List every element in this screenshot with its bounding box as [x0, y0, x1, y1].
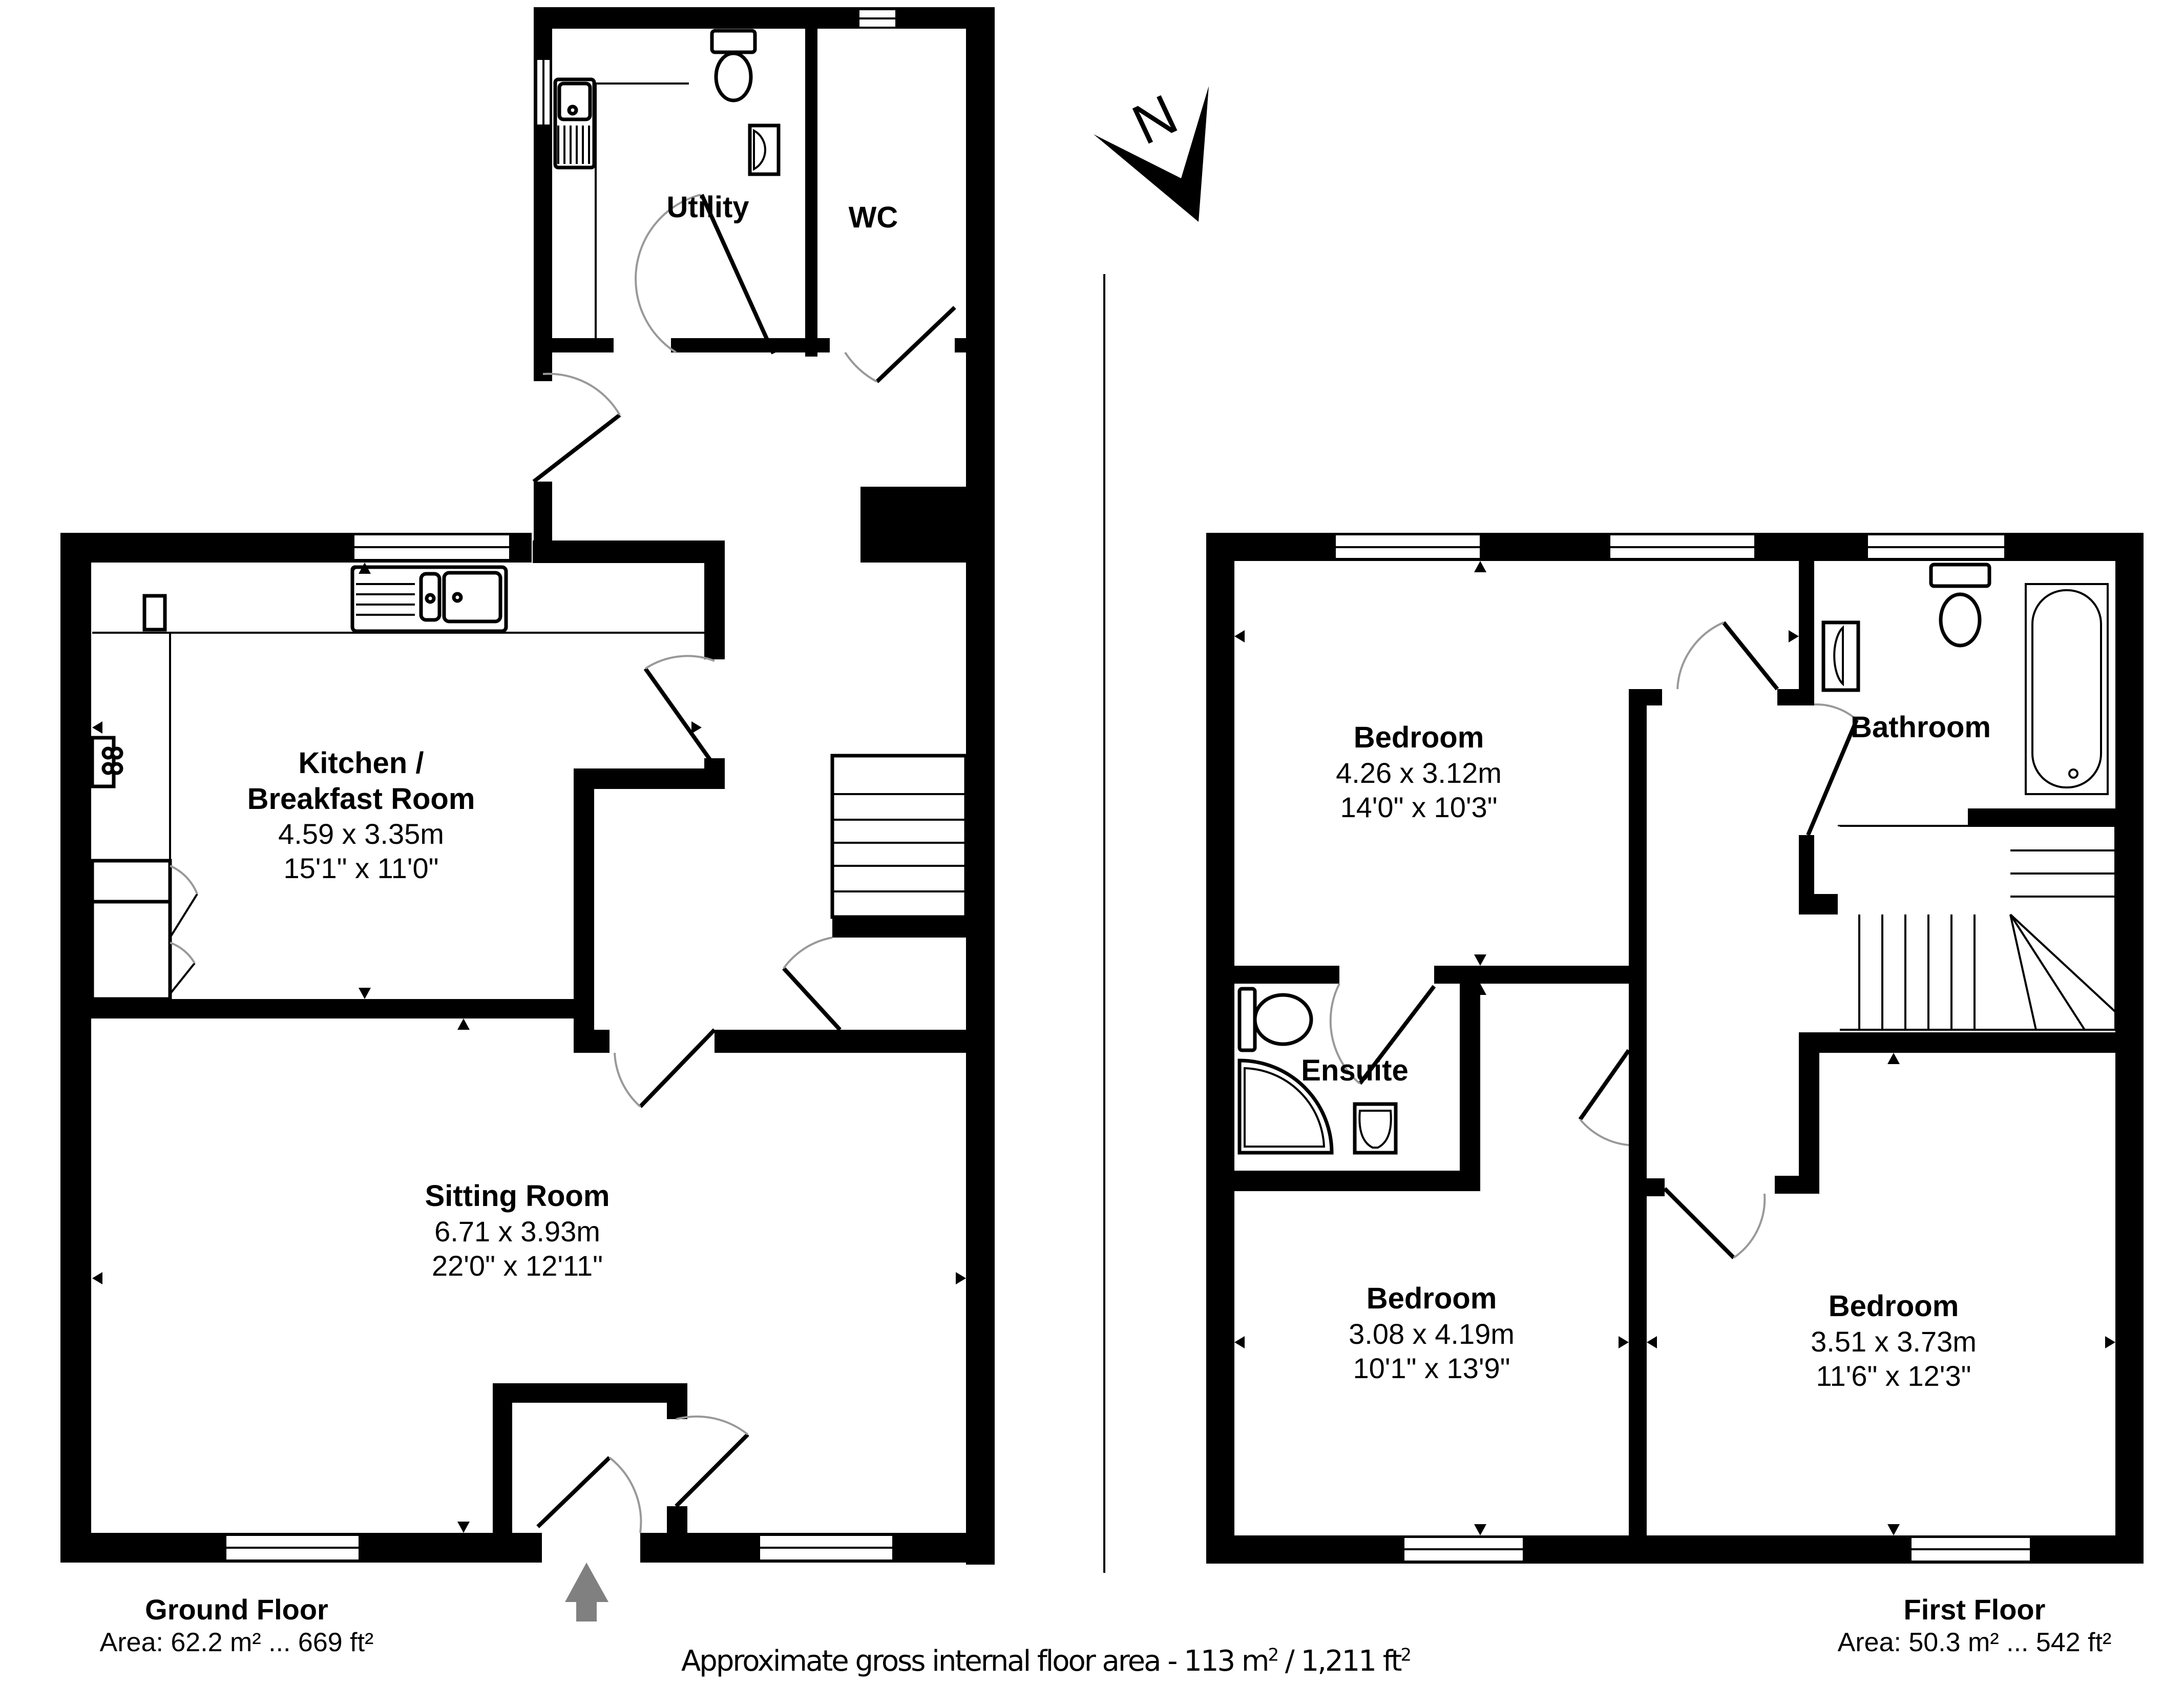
room-dimensions-metric: 4.26 x 3.12m: [1336, 756, 1502, 789]
room-dimensions-imperial: 15'1" x 11'0": [283, 852, 439, 885]
floor-area: Area: 62.2 m² ... 669 ft²: [99, 1628, 374, 1658]
room-dimensions-imperial: 14'0" x 10'3": [1340, 791, 1498, 823]
room-dimensions-imperial: 10'1" x 13'9": [1353, 1351, 1510, 1384]
room-name: Bedroom: [1366, 1282, 1497, 1315]
north-compass-icon: [1094, 86, 1209, 222]
room-utility: Utility: [666, 190, 749, 225]
room-bedroom-1: Bedroom 4.26 x 3.12m 14'0" x 10'3": [1336, 720, 1502, 824]
room-bedroom-3: Bedroom 3.51 x 3.73m 11'6" x 12'3": [1811, 1288, 1977, 1393]
floor-title: First Floor: [1903, 1593, 2046, 1626]
room-dimensions-metric: 3.51 x 3.73m: [1811, 1325, 1977, 1358]
floor-area: Area: 50.3 m² ... 542 ft²: [1837, 1628, 2112, 1658]
room-dimensions-metric: 4.59 x 3.35m: [278, 818, 444, 850]
ground-floor-plan: [60, 7, 995, 1621]
room-dimensions-imperial: 11'6" x 12'3": [1816, 1359, 1971, 1392]
floor-title: Ground Floor: [145, 1593, 328, 1626]
room-name: Sitting Room: [425, 1179, 610, 1213]
gross-area-sq-ft: 2: [1400, 1645, 1412, 1666]
room-bedroom-2: Bedroom 3.08 x 4.19m 10'1" x 13'9": [1349, 1281, 1515, 1385]
room-dimensions-metric: 3.08 x 4.19m: [1349, 1317, 1515, 1350]
room-name: WC: [848, 201, 898, 234]
room-dimensions-metric: 6.71 x 3.93m: [434, 1215, 600, 1247]
room-name: Ensuite: [1301, 1054, 1409, 1087]
ground-floor-caption: Ground Floor Area: 62.2 m² ... 669 ft²: [100, 1592, 374, 1659]
gross-area-prefix: Approximate gross internal floor area - …: [681, 1645, 1269, 1678]
room-sitting-room: Sitting Room 6.71 x 3.93m 22'0" x 12'11": [425, 1178, 610, 1283]
room-name: Bedroom: [1353, 721, 1484, 754]
room-dimensions-imperial: 22'0" x 12'11": [431, 1249, 603, 1282]
room-kitchen: Kitchen / Breakfast Room 4.59 x 3.35m 15…: [247, 745, 475, 886]
room-name-line2: Breakfast Room: [247, 782, 475, 816]
room-name: Utility: [666, 191, 749, 224]
first-floor-caption: First Floor Area: 50.3 m² ... 542 ft²: [1838, 1592, 2112, 1659]
gross-area-mid: / 1,211 ft: [1277, 1645, 1402, 1678]
first-floor-plan: [1206, 533, 2144, 1564]
gross-internal-area: Approximate gross internal floor area - …: [681, 1645, 1412, 1678]
room-name: Bedroom: [1828, 1290, 1959, 1323]
room-name: Kitchen /: [298, 746, 424, 780]
gross-area-sq-m: 2: [1268, 1645, 1279, 1666]
room-ensuite: Ensuite: [1301, 1053, 1409, 1089]
entrance-arrow-icon: [565, 1563, 608, 1621]
room-name: Bathroom: [1851, 711, 1991, 744]
room-bathroom: Bathroom: [1851, 710, 1991, 745]
room-wc: WC: [849, 200, 898, 236]
